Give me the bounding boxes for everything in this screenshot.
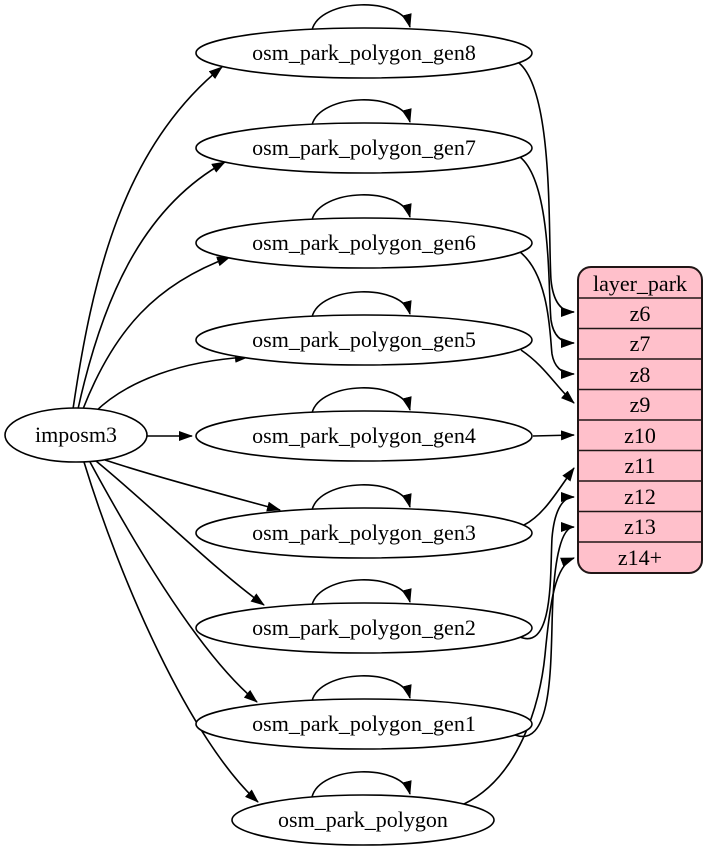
edge-imposm3-to-osm_park_polygon_gen5 [94, 352, 249, 413]
layer-park-row-z8: z8 [630, 362, 651, 387]
node-osm_park_polygon: osm_park_polygon [231, 794, 495, 846]
node-osm_park_polygon_gen4: osm_park_polygon_gen4 [195, 410, 533, 462]
node-osm_park_polygon_gen7: osm_park_polygon_gen7 [195, 122, 533, 174]
self-loop-osm_park_polygon_gen8 [311, 4, 412, 31]
layer-park-row-z12: z12 [624, 484, 656, 509]
imposm3-edges [72, 66, 281, 803]
node-ellipse [195, 217, 533, 269]
edge-osm_park_polygon_gen2-to-z12 [519, 492, 575, 640]
layer-park-row-z7: z7 [630, 331, 651, 356]
node-label: osm_park_polygon_gen5 [252, 327, 476, 352]
node-label: osm_park_polygon_gen2 [252, 615, 476, 640]
node-ellipse [195, 410, 533, 462]
self-loop-osm_park_polygon_gen5 [311, 291, 412, 318]
self-loop-osm_park_polygon_gen4 [311, 387, 412, 414]
node-ellipse [195, 602, 533, 654]
node-label: osm_park_polygon_gen6 [252, 230, 476, 255]
node-label: osm_park_polygon_gen1 [252, 711, 476, 736]
edge-imposm3-to-osm_park_polygon_gen3 [104, 459, 281, 512]
node-label: imposm3 [35, 422, 117, 447]
node-label: osm_park_polygon_gen8 [252, 40, 476, 65]
edge-osm_park_polygon_gen6-to-z8 [519, 251, 575, 379]
edge-imposm3-to-osm_park_polygon_gen8 [72, 66, 223, 410]
self-loop-osm_park_polygon_gen2 [311, 579, 412, 606]
edge-osm_park_polygon-to-z14 [463, 557, 575, 805]
node-ellipse [195, 507, 533, 559]
layer-park-title: layer_park [593, 271, 687, 296]
node-osm_park_polygon_gen5: osm_park_polygon_gen5 [195, 314, 533, 366]
edge-imposm3-to-osm_park_polygon_gen6 [82, 256, 231, 410]
node-ellipse [4, 407, 148, 463]
node-layer-park: layer_park z6 z7 z8 z9 z10 z11 z12 z13 z… [577, 266, 703, 574]
node-ellipse [195, 698, 533, 750]
node-osm_park_polygon_gen2: osm_park_polygon_gen2 [195, 602, 533, 654]
layer-park-row-z6: z6 [630, 301, 651, 326]
edge-imposm3-to-osm_park_polygon_gen7 [77, 161, 226, 410]
edge-imposm3-to-osm_park_polygon [83, 461, 259, 803]
node-ellipse [231, 794, 495, 846]
node-ellipse [195, 314, 533, 366]
edge-osm_park_polygon_gen8-to-z6 [518, 62, 575, 317]
node-osm_park_polygon_gen3: osm_park_polygon_gen3 [195, 507, 533, 559]
node-imposm3: imposm3 [4, 407, 148, 463]
self-loop-osm_park_polygon [311, 771, 412, 798]
node-osm_park_polygon_gen6: osm_park_polygon_gen6 [195, 217, 533, 269]
node-ellipse [195, 122, 533, 174]
node-osm_park_polygon_gen8: osm_park_polygon_gen8 [195, 27, 533, 79]
node-label: osm_park_polygon_gen4 [252, 423, 476, 448]
edge-osm_park_polygon_gen7-to-z7 [519, 156, 575, 348]
self-loops [311, 4, 412, 798]
layer-park-row-z9: z9 [630, 392, 651, 417]
edge-osm_park_polygon_gen4-to-z10 [532, 430, 575, 441]
edge-osm_park_polygon_gen5-to-z9 [520, 349, 575, 404]
layer-park-row-z13: z13 [624, 514, 656, 539]
self-loop-osm_park_polygon_gen3 [311, 484, 412, 511]
node-label: osm_park_polygon_gen3 [252, 520, 476, 545]
edge-osm_park_polygon_gen3-to-z11 [523, 467, 575, 526]
edge-imposm3-to-osm_park_polygon_gen1 [89, 461, 258, 703]
self-loop-osm_park_polygon_gen6 [311, 194, 412, 221]
node-osm_park_polygon_gen1: osm_park_polygon_gen1 [195, 698, 533, 750]
layer-park-row-z10: z10 [624, 423, 656, 448]
node-label: osm_park_polygon_gen7 [252, 135, 476, 160]
layer-park-row-z11: z11 [625, 453, 656, 478]
self-loop-osm_park_polygon_gen7 [311, 99, 412, 126]
self-loop-osm_park_polygon_gen1 [311, 675, 412, 702]
node-label: osm_park_polygon [278, 807, 448, 832]
node-ellipse [195, 27, 533, 79]
edge-osm_park_polygon_gen1-to-z13 [514, 522, 575, 738]
edge-imposm3-to-osm_park_polygon_gen2 [95, 460, 265, 606]
layer-edges [463, 62, 575, 805]
layer-park-row-z14: z14+ [618, 545, 662, 570]
